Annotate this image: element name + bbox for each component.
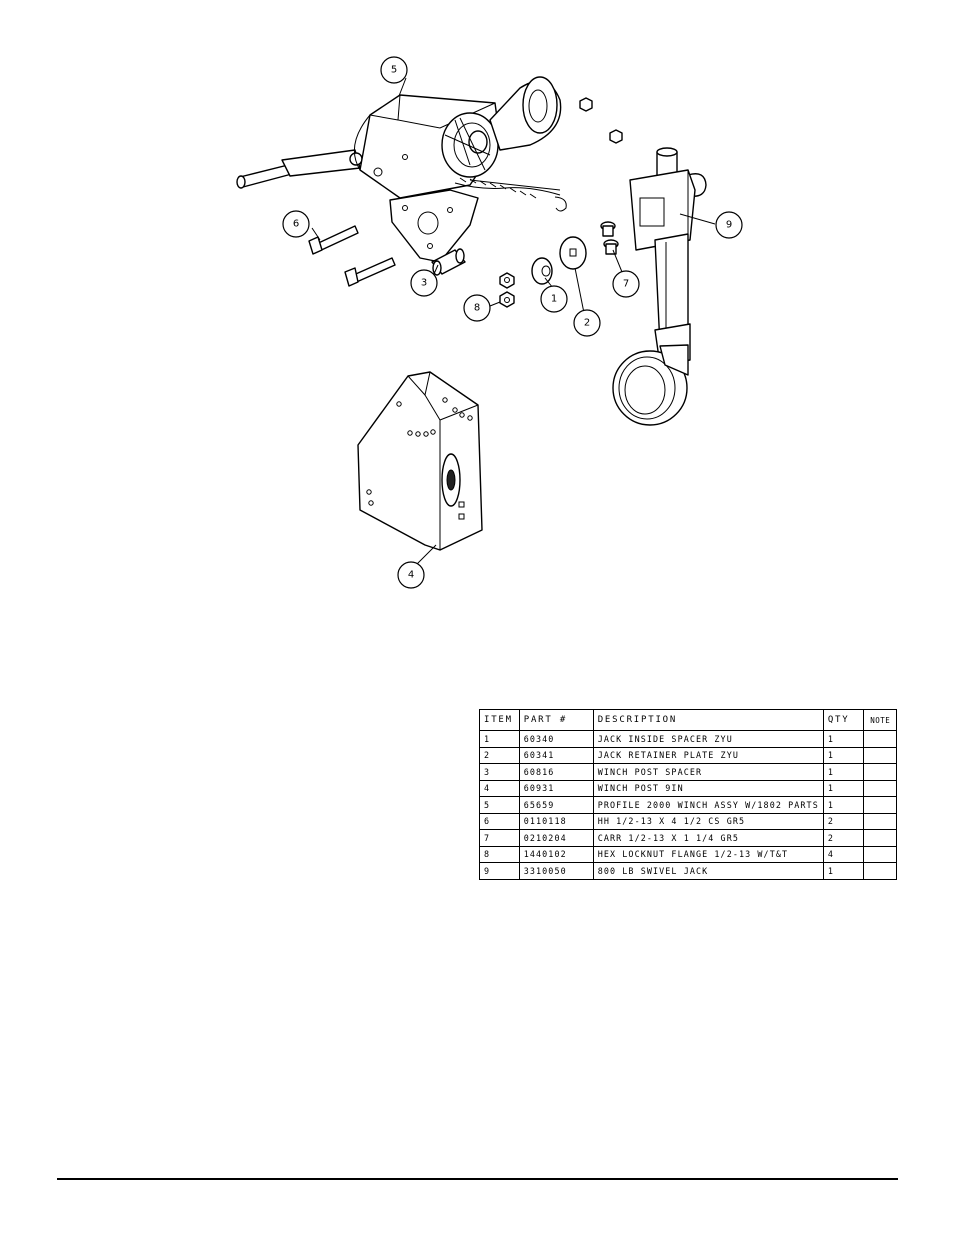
svg-text:1: 1: [551, 294, 557, 305]
cell-item: 1: [479, 730, 520, 748]
cell-description: 800 LB SWIVEL JACK: [592, 862, 824, 880]
cell-note: [863, 746, 897, 764]
svg-text:9: 9: [726, 220, 732, 231]
cell-qty: 1: [822, 779, 865, 797]
cell-qty: 2: [822, 829, 865, 847]
cell-description: JACK RETAINER PLATE ZYU: [592, 746, 824, 764]
callout-3: 3: [410, 269, 438, 297]
cell-note: [863, 763, 897, 781]
cell-qty: 2: [822, 812, 865, 830]
cell-part-number: 0110118: [518, 812, 594, 830]
table-row: 7 0210204 CARR 1/2-13 X 1 1/4 GR5 2: [479, 829, 897, 847]
svg-text:6: 6: [293, 219, 299, 230]
cell-part-number: 60341: [518, 746, 594, 764]
cell-part-number: 3310050: [518, 862, 594, 880]
cell-qty: 1: [822, 862, 865, 880]
cell-description: HEX LOCKNUT FLANGE 1/2-13 W/T&T: [592, 845, 824, 863]
table-header-row: ITEM PART # DESCRIPTION QTY NOTE: [479, 709, 897, 731]
svg-text:8: 8: [474, 303, 480, 314]
cell-description: PROFILE 2000 WINCH ASSY W/1802 PARTS: [592, 796, 824, 814]
cell-item: 2: [479, 746, 520, 764]
table-row: 4 60931 WINCH POST 9IN 1: [479, 779, 897, 797]
callout-1: 1: [540, 285, 568, 313]
jack-retainer-plate: [559, 236, 587, 270]
cell-qty: 1: [822, 763, 865, 781]
svg-text:4: 4: [408, 570, 414, 581]
svg-text:2: 2: [584, 318, 590, 329]
bolt-hh: [308, 225, 396, 287]
winch-post: [357, 371, 483, 551]
swivel-jack: [612, 147, 707, 426]
cell-item: 6: [479, 812, 520, 830]
svg-text:7: 7: [623, 279, 629, 290]
column-header-qty: QTY: [822, 709, 865, 731]
callout-2: 2: [573, 309, 601, 337]
callout-6: 6: [282, 210, 310, 238]
svg-text:5: 5: [391, 65, 397, 76]
cell-description: WINCH POST SPACER: [592, 763, 824, 781]
column-header-item: ITEM: [479, 709, 520, 731]
table-row: 8 1440102 HEX LOCKNUT FLANGE 1/2-13 W/T&…: [479, 845, 897, 863]
table-row: 2 60341 JACK RETAINER PLATE ZYU 1: [479, 746, 897, 764]
cell-part-number: 65659: [518, 796, 594, 814]
column-header-description: DESCRIPTION: [592, 709, 824, 731]
cell-description: CARR 1/2-13 X 1 1/4 GR5: [592, 829, 824, 847]
column-header-note: NOTE: [863, 709, 897, 731]
callout-8: 8: [463, 294, 491, 322]
cell-qty: 4: [822, 845, 865, 863]
cell-item: 3: [479, 763, 520, 781]
cell-note: [863, 862, 897, 880]
cell-qty: 1: [822, 730, 865, 748]
cell-part-number: 60931: [518, 779, 594, 797]
cell-note: [863, 730, 897, 748]
cell-note: [863, 796, 897, 814]
callout-9: 9: [715, 211, 743, 239]
cell-item: 4: [479, 779, 520, 797]
cell-qty: 1: [822, 796, 865, 814]
cell-description: WINCH POST 9IN: [592, 779, 824, 797]
cell-note: [863, 845, 897, 863]
cell-description: HH 1/2-13 X 4 1/2 CS GR5: [592, 812, 824, 830]
table-row: 3 60816 WINCH POST SPACER 1: [479, 763, 897, 781]
cell-part-number: 60340: [518, 730, 594, 748]
cell-item: 7: [479, 829, 520, 847]
winch-assembly: [236, 76, 567, 263]
winch-post-spacer: [431, 248, 466, 276]
jack-inside-spacer: [531, 257, 553, 285]
table-row: 1 60340 JACK INSIDE SPACER ZYU 1: [479, 730, 897, 748]
cell-qty: 1: [822, 746, 865, 764]
cell-description: JACK INSIDE SPACER ZYU: [592, 730, 824, 748]
cell-item: 8: [479, 845, 520, 863]
cell-note: [863, 779, 897, 797]
exploded-assembly-drawing: 5 6 3 8 1 2 7 9 4: [236, 56, 743, 589]
cell-item: 5: [479, 796, 520, 814]
footer-divider: [57, 1178, 898, 1180]
table-row: 5 65659 PROFILE 2000 WINCH ASSY W/1802 P…: [479, 796, 897, 814]
hex-locknut: [499, 97, 623, 308]
cell-item: 9: [479, 862, 520, 880]
callout-5: 5: [380, 56, 408, 84]
cell-part-number: 60816: [518, 763, 594, 781]
carriage-bolt: [600, 221, 619, 255]
cell-part-number: 0210204: [518, 829, 594, 847]
callout-4: 4: [397, 561, 425, 589]
cell-note: [863, 812, 897, 830]
table-row: 6 0110118 HH 1/2-13 X 4 1/2 CS GR5 2: [479, 812, 897, 830]
table-row: 9 3310050 800 LB SWIVEL JACK 1: [479, 862, 897, 880]
cell-part-number: 1440102: [518, 845, 594, 863]
svg-text:3: 3: [421, 278, 427, 289]
parts-list-table: ITEM PART # DESCRIPTION QTY NOTE 1 60340…: [479, 709, 897, 880]
cell-note: [863, 829, 897, 847]
column-header-part-number: PART #: [518, 709, 594, 731]
callout-7: 7: [612, 270, 640, 298]
